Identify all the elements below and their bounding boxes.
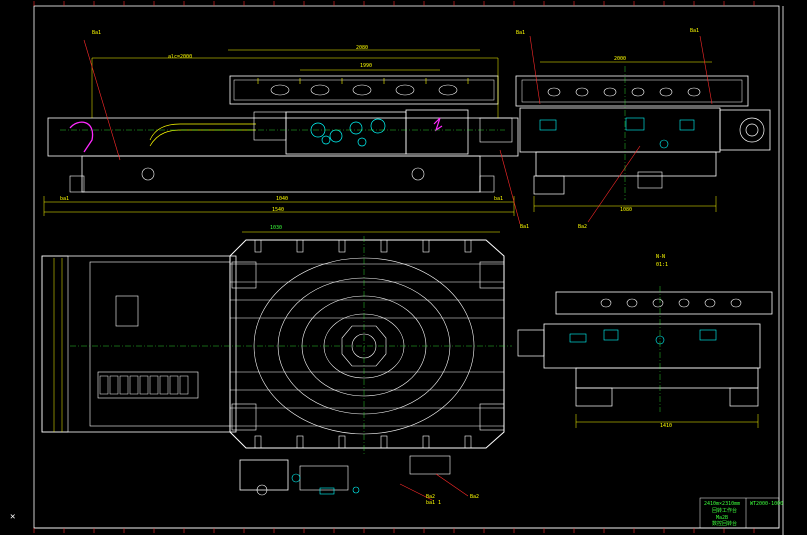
tag-top-left: Ba1: [92, 30, 102, 36]
callout-2: Ba2: [470, 494, 480, 500]
title-block-line-4: 数控回转台: [712, 521, 738, 527]
dim-bottom-a: 1040: [276, 196, 289, 202]
dim-right: 2000: [614, 56, 627, 62]
title-block-id: WT2000-1000: [750, 501, 784, 507]
side-elevation-view: [499, 35, 771, 225]
front-elevation-view: [43, 39, 519, 216]
title-block: [699, 497, 780, 529]
dim-right-bottom: 1080: [620, 207, 633, 213]
title-block-line-3: Ma2B: [716, 515, 729, 521]
plan-title: 1030: [270, 225, 283, 231]
plan-view: [41, 231, 512, 501]
dim-bottom-b: ba1: [60, 196, 70, 202]
sheet-frame: [33, 5, 784, 535]
title-block-line-1: 2410m×2310mm: [704, 501, 741, 507]
title-block-line-2: 回转工作台: [712, 508, 738, 514]
ruler-ticks: [33, 1, 755, 533]
dim-top-side: alc=2000: [168, 54, 193, 60]
dim-top-overall: 2080: [356, 45, 369, 51]
section-view: [517, 286, 773, 428]
callout-1b: ba1 1: [426, 500, 442, 506]
leader-right-1: Ba1: [520, 224, 530, 230]
dim-section-bottom: 1410: [660, 423, 673, 429]
tag-right-2: Ba1: [690, 28, 700, 34]
dim-bottom-c: ba1: [494, 196, 504, 202]
ucs-icon: ✕: [10, 512, 16, 522]
section-title: N-N: [656, 254, 666, 260]
section-sub: 01:1: [656, 262, 669, 268]
dim-top-sub: 1990: [360, 63, 373, 69]
leader-right-2: Ba2: [578, 224, 588, 230]
dim-bottom-overall: 1540: [272, 207, 285, 213]
callout-1: Ba2: [426, 494, 436, 500]
tag-right-1: Ba1: [516, 30, 526, 36]
